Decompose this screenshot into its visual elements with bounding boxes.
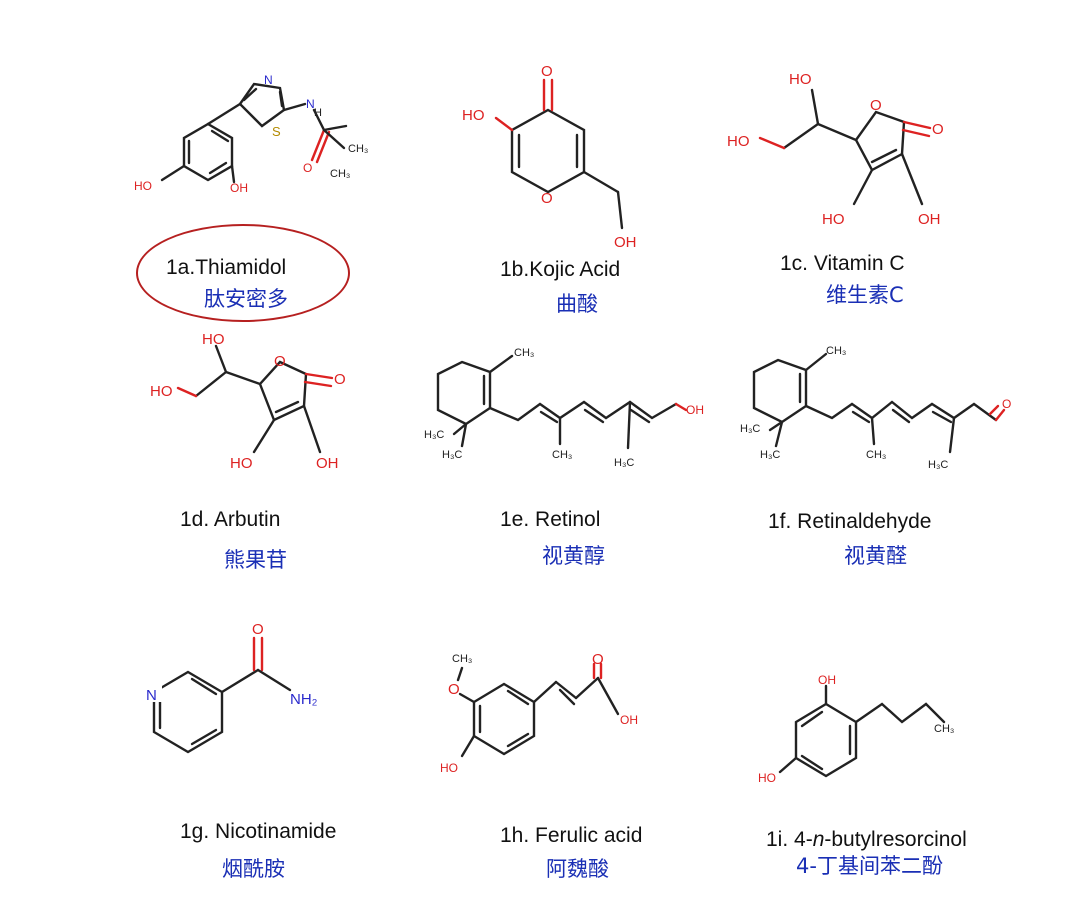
atom-o: O [252,621,264,638]
atom-o: O [592,651,604,668]
atom-ch3: CH₃ [452,653,472,665]
atom-ch3: CH₃ [330,168,350,180]
atom-h: H [314,107,322,119]
atom-o: O [1002,397,1011,411]
compound-name: 1f. Retinaldehyde [768,510,932,533]
atom-h3c: H₃C [760,449,780,461]
atom-n: N [264,73,273,87]
structure-retinaldehyde: CH₃ H₃C H₃C CH₃ H₃C O [740,345,1011,471]
atom-o: O [334,371,346,388]
atom-oh: OH [686,403,704,417]
atom-ho: HO [789,71,812,88]
compound-name-cn: 曲酸 [556,292,598,316]
atom-oh: OH [230,181,248,195]
atom-ho: HO [462,107,485,124]
atom-oh: OH [620,713,638,727]
structure-butylresorcinol: OH HO CH₃ [758,673,954,785]
structure-ferulic-acid: O CH₃ O OH HO [440,651,638,775]
atom-oh: OH [818,673,836,687]
atom-ch3: CH₃ [552,449,572,461]
atom-oh: OH [316,455,339,472]
atom-o: O [448,681,460,698]
compound-name-cn: 视黄醇 [542,544,605,568]
atom-o: O [274,353,286,370]
compound-name-cn: 肽安密多 [204,287,288,311]
structure-retinol: CH₃ H₃C H₃C CH₃ H₃C OH [424,347,704,469]
compound-name: 1b.Kojic Acid [500,258,621,281]
structure-nicotinamide: N O NH₂ [144,621,318,754]
atom-h3c: H₃C [740,423,760,435]
compound-name-cn: 视黄醛 [844,544,907,568]
compound-name: 1i. 4-n-butylresorcinol [766,828,967,851]
atom-o: O [541,190,553,207]
atom-ch3: CH₃ [348,143,368,155]
compound-name-cn: 烟酰胺 [222,857,285,881]
structure-kojic-acid: O HO O OH [462,63,637,251]
atom-ho: HO [758,771,776,785]
atom-ch3: CH₃ [514,347,534,359]
atom-ho: HO [822,211,845,228]
atom-nh2: NH₂ [290,691,318,708]
compound-name: 1a.Thiamidol [166,256,287,279]
atom-ch3: CH₃ [934,723,954,735]
compound-name-cn: 阿魏酸 [546,857,609,881]
atom-o: O [932,121,944,138]
atom-oh: OH [918,211,941,228]
atom-n: N [146,687,157,704]
highlight-ellipse [136,224,350,322]
atom-n: N [306,97,315,111]
atom-o: O [303,161,312,175]
atom-ho: HO [440,761,458,775]
structure-vitamin-c: O O HO HO HO OH [727,71,944,228]
compound-name: 1g. Nicotinamide [180,820,337,843]
atom-ho: HO [134,179,152,193]
compound-name-cn: 4-丁基间苯二酚 [796,854,943,878]
compound-name: 1e. Retinol [500,508,601,531]
atom-s: S [272,124,281,139]
atom-ho: HO [727,133,750,150]
atom-h3c: H₃C [424,429,444,441]
atom-o: O [541,63,553,80]
atom-ch3: CH₃ [826,345,846,357]
atom-o: O [870,97,882,114]
compound-name: 1c. Vitamin C [780,252,905,275]
structure-thiamidol: N S N H O CH₃ CH₃ HO OH [134,73,368,195]
atom-ch3: CH₃ [866,449,886,461]
atom-ho: HO [230,455,253,472]
atom-h3c: H₃C [928,459,948,471]
atom-ho: HO [202,331,225,348]
atom-ho: HO [150,383,173,400]
atom-oh: OH [614,234,637,251]
atom-h3c: H₃C [614,457,634,469]
compound-name-cn: 维生素C [826,283,904,307]
structure-arbutin: O O HO HO HO OH [150,331,346,472]
compound-name-cn: 熊果苷 [224,548,287,572]
atom-h3c: H₃C [442,449,462,461]
compound-name: 1d. Arbutin [180,508,281,531]
compound-name: 1h. Ferulic acid [500,824,643,847]
